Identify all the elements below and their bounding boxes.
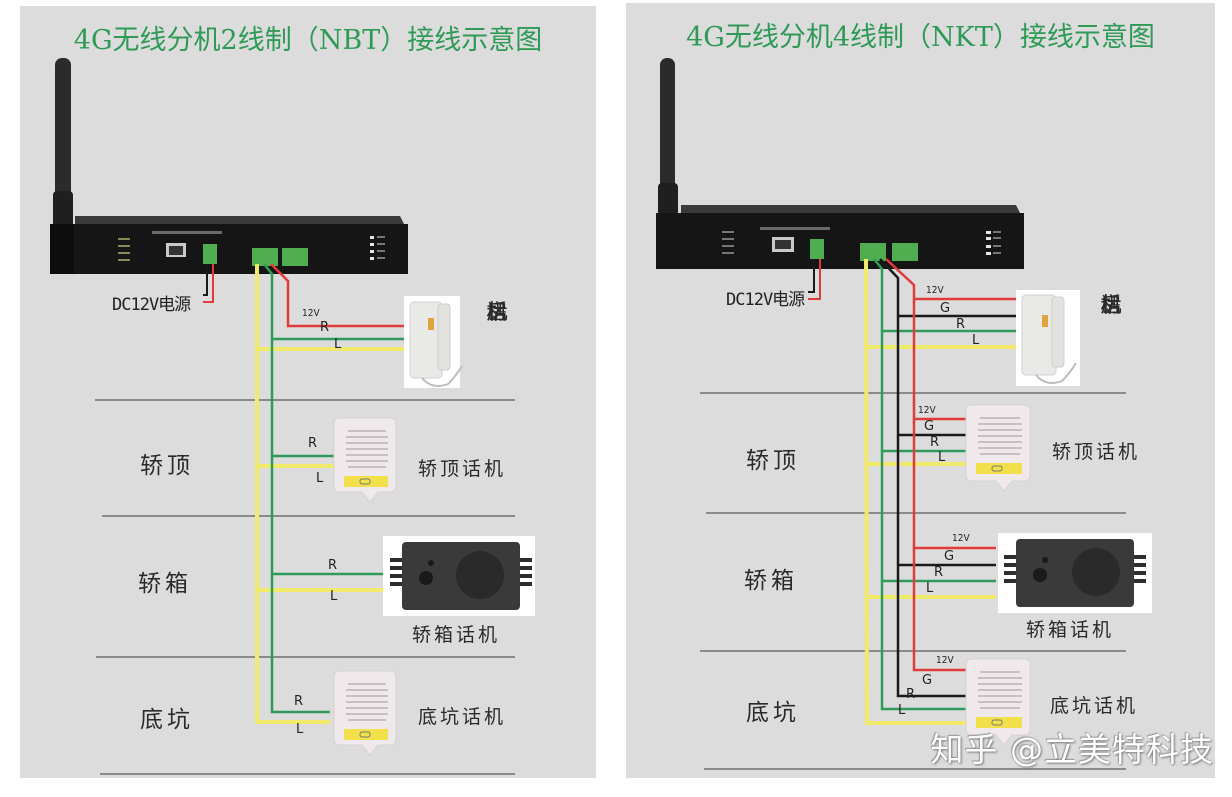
wire-12v-red: [270, 263, 408, 328]
antenna-icon: [53, 58, 73, 251]
wire-label-l: L: [938, 450, 946, 465]
diagram-panel-4wire: 4G无线分机4线制（NKT）接线示意图: [626, 3, 1215, 778]
wire-label-l: L: [296, 722, 304, 737]
wire-label-r: R: [294, 694, 304, 709]
wire-label-l: L: [316, 471, 324, 486]
device-label-car: 轿箱话机: [1026, 619, 1115, 641]
wire-label-l: L: [972, 333, 980, 348]
wire-label-12v: 12V: [926, 285, 944, 296]
device-label-pit: 底坑话机: [418, 706, 507, 728]
wire-label-r: R: [956, 317, 966, 332]
wire-label-g: G: [944, 549, 955, 564]
wire-label-r: R: [320, 320, 330, 335]
wire-label-r: R: [934, 565, 944, 580]
device-label-car: 轿箱话机: [412, 624, 501, 646]
diagram-title: 4G无线分机4线制（NKT）接线示意图: [686, 22, 1155, 53]
wire-label-l: L: [334, 337, 342, 352]
wire-l-yellow: [864, 258, 1018, 725]
section-dividers: [95, 399, 515, 775]
wire-label-12v: 12V: [302, 308, 320, 319]
machine-room-handset-icon: [1016, 290, 1080, 386]
zone-label-pit: 底坑: [746, 700, 800, 726]
power-leads: [203, 264, 214, 303]
watermark: 知乎 @立美特科技: [930, 730, 1214, 769]
device-label-car-top: 轿顶话机: [1052, 441, 1141, 463]
power-supply-label: DC12V电源: [112, 295, 191, 315]
wire-label-r: R: [328, 558, 338, 573]
4g-router-device: [656, 205, 1024, 269]
zone-label-car: 轿箱: [744, 568, 798, 594]
machine-room-handset-icon: [404, 296, 463, 388]
wire-label-r: R: [308, 436, 318, 451]
pit-intercom-icon: [965, 658, 1031, 746]
wire-12v-red: [885, 258, 1018, 672]
wiring-diagram: [656, 58, 1152, 770]
4g-router-device: [50, 216, 408, 274]
wire-label-12v: 12V: [936, 655, 954, 666]
wire-label-l: L: [926, 581, 934, 596]
device-label-pit: 底坑话机: [1050, 695, 1139, 717]
wire-label-g: G: [924, 419, 935, 434]
zone-label-car-top: 轿顶: [140, 453, 194, 479]
diagram-panel-2wire: 4G无线分机2线制（NBT）接线示意图: [20, 6, 596, 778]
wire-label-12v: 12V: [918, 405, 936, 416]
device-label-car-top: 轿顶话机: [418, 458, 507, 480]
wire-label-g: G: [922, 673, 933, 688]
wire-r-green: [873, 258, 1018, 711]
wire-label-g: G: [940, 301, 951, 316]
wire-label-l: L: [898, 703, 906, 718]
car-intercom-icon: [998, 533, 1152, 613]
power-leads: [808, 259, 821, 300]
diagram-title: 4G无线分机2线制（NBT）接线示意图: [73, 25, 543, 56]
power-supply-label: DC12V电源: [726, 290, 805, 310]
car-intercom-icon: [383, 536, 535, 616]
wire-l-yellow: [255, 264, 408, 724]
zone-label-car-top: 轿顶: [746, 448, 800, 474]
zone-label-car: 轿箱: [138, 571, 192, 597]
wire-label-12v: 12V: [952, 533, 970, 544]
wire-label-r: R: [906, 687, 916, 702]
car-top-intercom-icon: [333, 417, 397, 503]
car-top-intercom-icon: [965, 404, 1031, 492]
wire-label-l: L: [330, 589, 338, 604]
wiring-diagram: [50, 58, 535, 775]
wire-label-r: R: [930, 435, 940, 450]
zone-label-pit: 底坑: [140, 707, 194, 733]
pit-intercom-icon: [333, 670, 397, 756]
